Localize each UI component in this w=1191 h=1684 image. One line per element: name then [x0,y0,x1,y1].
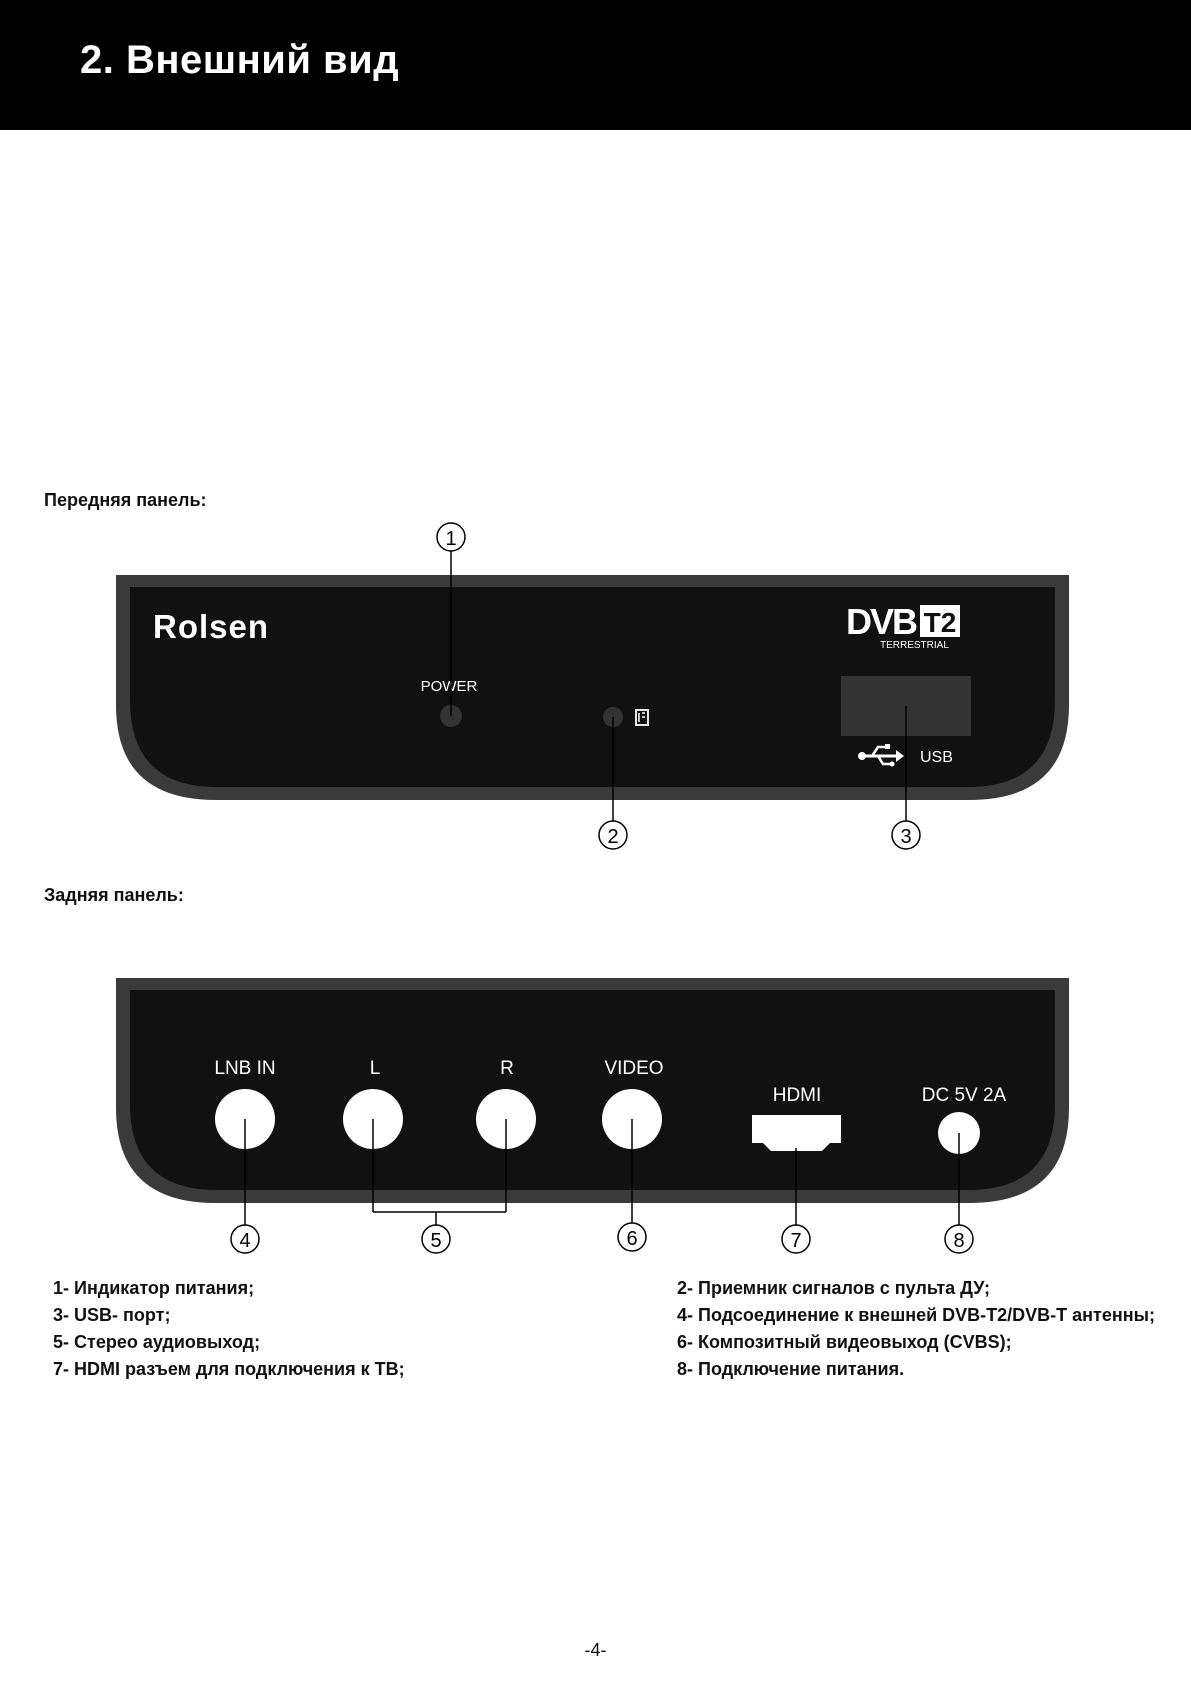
page-title: 2. Внешний вид [80,38,400,82]
legend-item: 6- Композитный видеовыход (CVBS); [677,1332,1012,1352]
video-label: VIDEO [604,1058,663,1079]
legend-right: 2- Приемник сигналов с пульта ДУ; 4- Под… [677,1275,1155,1383]
callout-6-label: 6 [626,1228,637,1250]
dvb-t2-logo: DVB T2 TERRESTRIAL [846,601,960,651]
legend-item: 2- Приемник сигналов с пульта ДУ; [677,1278,990,1298]
legend-item: 5- Стерео аудиовыход; [53,1332,261,1352]
usb-label: USB [920,749,953,766]
rolsen-logo: Rolsen [153,608,269,645]
page-number: -4- [584,1640,607,1660]
callout-8-label: 8 [953,1230,964,1252]
front-panel [116,575,1069,800]
callout-4-label: 4 [239,1230,250,1252]
callout-6 [617,1222,647,1252]
usb-icon [858,744,904,767]
callout-2 [598,820,628,850]
back-panel-label: Задняя панель: [44,885,184,905]
legend-item: 7- HDMI разъем для подключения к ТВ; [53,1359,405,1379]
callout-2-label: 2 [607,826,618,848]
power-label: POWER [421,678,478,695]
legend-left: 1- Индикатор питания; 3- USB- порт; 5- С… [53,1275,405,1383]
audio-l-label: L [370,1058,381,1079]
front-panel-label: Передняя панель: [44,490,207,510]
callout-7 [781,1224,811,1254]
hdmi-label: HDMI [773,1085,822,1106]
ir-receiver-icon [635,709,649,726]
callout-8 [944,1224,974,1254]
hdmi-port [752,1115,841,1151]
callout-1-label: 1 [445,528,456,550]
lnb-in-label: LNB IN [214,1058,275,1079]
callout-5 [421,1224,451,1254]
dvb-logo-text: DVB [846,601,917,642]
t2-logo-text: T2 [924,607,957,638]
callout-1 [436,522,466,552]
legend-item: 8- Подключение питания. [677,1359,905,1379]
callout-7-label: 7 [790,1230,801,1252]
callout-3-label: 3 [900,826,911,848]
callout-5-label: 5 [430,1230,441,1252]
legend-item: 3- USB- порт; [53,1305,171,1325]
page-header: 2. Внешний вид [0,0,1191,130]
legend-item: 1- Индикатор питания; [53,1278,255,1298]
dc-power-label: DC 5V 2A [922,1085,1007,1106]
terrestrial-logo-text: TERRESTRIAL [880,640,949,651]
callout-4 [230,1224,260,1254]
audio-r-label: R [500,1058,514,1079]
callout-3 [891,820,921,850]
legend-item: 4- Подсоединение к внешней DVB-T2/DVB-T … [677,1305,1155,1325]
